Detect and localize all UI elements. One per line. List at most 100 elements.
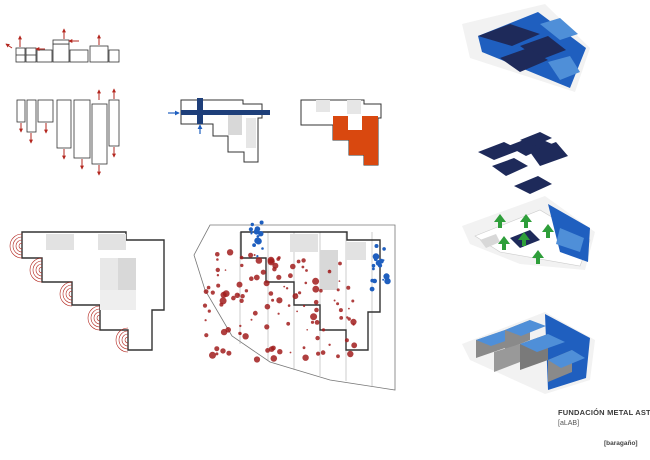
scatter-dot-red	[276, 274, 282, 280]
scatter-dot-red	[333, 299, 336, 302]
scatter-dot-red	[338, 308, 343, 313]
scatter-dot-red	[295, 293, 298, 296]
scatter-dot-red	[313, 299, 319, 305]
scatter-dot-red	[314, 307, 319, 313]
credit-tag: [baragaño]	[604, 440, 638, 447]
scatter-dot-red	[268, 346, 275, 352]
scatter-dot-red	[224, 269, 227, 271]
scatter-dot-red	[220, 328, 228, 336]
scatter-dot-red	[338, 280, 341, 282]
scatter-dot-red	[286, 321, 291, 326]
scatter-dot-blue	[254, 226, 261, 232]
scatter-dot-red	[255, 257, 263, 264]
iso-volume-roof	[462, 4, 590, 92]
scatter-dot-blue	[250, 222, 254, 227]
plan-acoustic-diagram	[9, 231, 165, 353]
scatter-dot-red	[302, 346, 306, 350]
arrow-icon-set-tall	[19, 88, 116, 176]
scatter-dot-red	[240, 294, 245, 299]
scatter-dot-blue	[384, 277, 391, 285]
scatter-dot-red	[306, 329, 309, 331]
concentric-arcs-icon	[87, 305, 101, 331]
scatter-dot-red	[253, 254, 256, 256]
scatter-dot-red	[240, 263, 244, 268]
concentric-arcs-icon	[65, 287, 73, 301]
scatter-dot-red	[210, 290, 215, 295]
scatter-dot-red	[253, 274, 260, 281]
scatter-dot-red	[338, 261, 342, 266]
scatter-dot-red	[305, 269, 308, 272]
scatter-dot-red	[268, 291, 274, 296]
scatter-dot-red	[216, 274, 220, 277]
concentric-arcs-icon	[93, 311, 101, 325]
scatter-dot-blue	[371, 263, 376, 268]
concentric-arcs-icon	[9, 233, 23, 259]
scatter-dot-blue	[379, 258, 384, 264]
scatter-dot-blue	[259, 220, 264, 225]
scatter-dot-red	[316, 351, 321, 356]
concentric-arcs-icon	[90, 308, 101, 328]
concentric-arcs-icon	[9, 233, 129, 353]
scatter-dot-red	[271, 298, 275, 302]
scatter-dot-blue	[252, 243, 256, 248]
scatter-dot-red	[250, 318, 253, 321]
scatter-dot-red	[220, 348, 226, 354]
plan-program-diagram	[300, 99, 382, 166]
scatter-dot-red	[204, 333, 209, 338]
scatter-dot-red	[347, 317, 351, 321]
scatter-dot-red	[276, 297, 283, 304]
iso-volume-massing	[462, 312, 595, 394]
scatter-dot-red	[202, 303, 208, 308]
scatter-dots	[202, 220, 391, 363]
scatter-dot-red	[237, 294, 240, 296]
scatter-dot-red	[260, 269, 266, 275]
scatter-dot-red	[234, 292, 240, 298]
office-tag: [aLAB]	[558, 420, 580, 427]
concentric-arcs-icon	[115, 327, 129, 353]
concentric-arcs-icon	[118, 330, 129, 350]
scatter-dot-red	[216, 258, 219, 261]
scatter-dot-red	[226, 350, 232, 356]
scatter-dot-red	[336, 302, 340, 306]
scatter-dot-blue	[369, 286, 375, 292]
scatter-dot-red	[267, 256, 275, 264]
scatter-dot-red	[339, 316, 344, 320]
concentric-arcs-icon	[15, 239, 23, 253]
scatter-dot-blue	[372, 278, 378, 284]
scatter-dot-red	[203, 289, 209, 294]
scatter-dot-red	[265, 348, 270, 353]
arrow-icon-set-small	[5, 28, 101, 51]
scatter-dot-blue	[254, 237, 261, 244]
concentric-arcs-icon	[29, 257, 43, 283]
scatter-dot-blue	[258, 231, 264, 237]
concentric-arcs-icon	[59, 281, 73, 307]
scatter-dot-red	[287, 304, 291, 307]
scatter-dot-red	[276, 257, 281, 261]
scatter-dot-red	[328, 343, 331, 346]
scatter-dot-red	[346, 285, 351, 290]
scatter-dot-red	[283, 285, 286, 288]
scatter-dot-red	[298, 291, 302, 295]
scatter-dot-red	[310, 313, 318, 321]
iso-volume-ventilation	[462, 196, 595, 270]
scatter-dot-red	[352, 323, 355, 326]
scatter-dot-red	[321, 328, 326, 332]
concentric-arcs-icon	[38, 266, 43, 274]
concentric-arcs-icon	[32, 260, 43, 280]
plan-circulation-diagram	[168, 98, 270, 163]
scatter-dot-red	[319, 288, 323, 293]
scatter-dot-red	[239, 298, 244, 303]
scatter-dot-blue	[383, 273, 390, 280]
scatter-dot-red	[346, 316, 349, 319]
scatter-dot-red	[242, 333, 249, 340]
scatter-dot-red	[277, 312, 280, 315]
concentric-arcs-icon	[96, 314, 101, 322]
scatter-dot-red	[310, 320, 315, 324]
site-plan-diagram	[193, 220, 396, 391]
concentric-arcs-icon	[121, 333, 129, 347]
scatter-dot-red	[272, 267, 277, 272]
scatter-dot-red	[231, 295, 236, 301]
scatter-dot-red	[236, 281, 243, 288]
scatter-dot-red	[314, 320, 320, 325]
